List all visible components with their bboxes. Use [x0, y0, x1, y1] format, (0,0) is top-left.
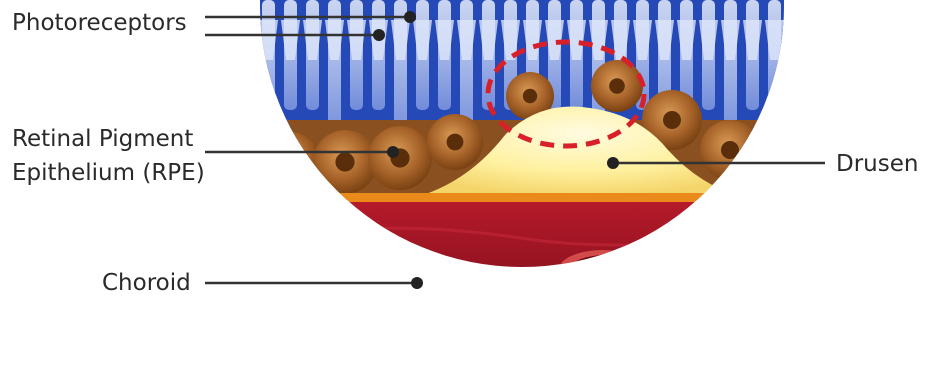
retina-circle — [250, 0, 790, 374]
label-photoreceptors: Photoreceptors — [12, 8, 187, 38]
rpe-nucleus — [281, 153, 299, 171]
rpe-cell — [260, 132, 320, 192]
label-rpe-line2: Epithelium (RPE) — [12, 158, 205, 188]
rpe-nucleus — [721, 141, 739, 159]
rpe-nucleus — [523, 89, 537, 103]
bruchs-membrane — [250, 193, 790, 202]
rpe-nucleus — [335, 152, 354, 171]
rpe-nucleus — [447, 134, 464, 151]
blood-vessel — [559, 250, 647, 288]
label-rpe-line1: Retinal Pigment — [12, 124, 193, 154]
rpe-nucleus — [609, 78, 625, 94]
label-choroid: Choroid — [102, 268, 191, 298]
choroid-layer — [250, 202, 790, 374]
label-drusen: Drusen — [836, 149, 918, 179]
rpe-nucleus — [663, 111, 681, 129]
